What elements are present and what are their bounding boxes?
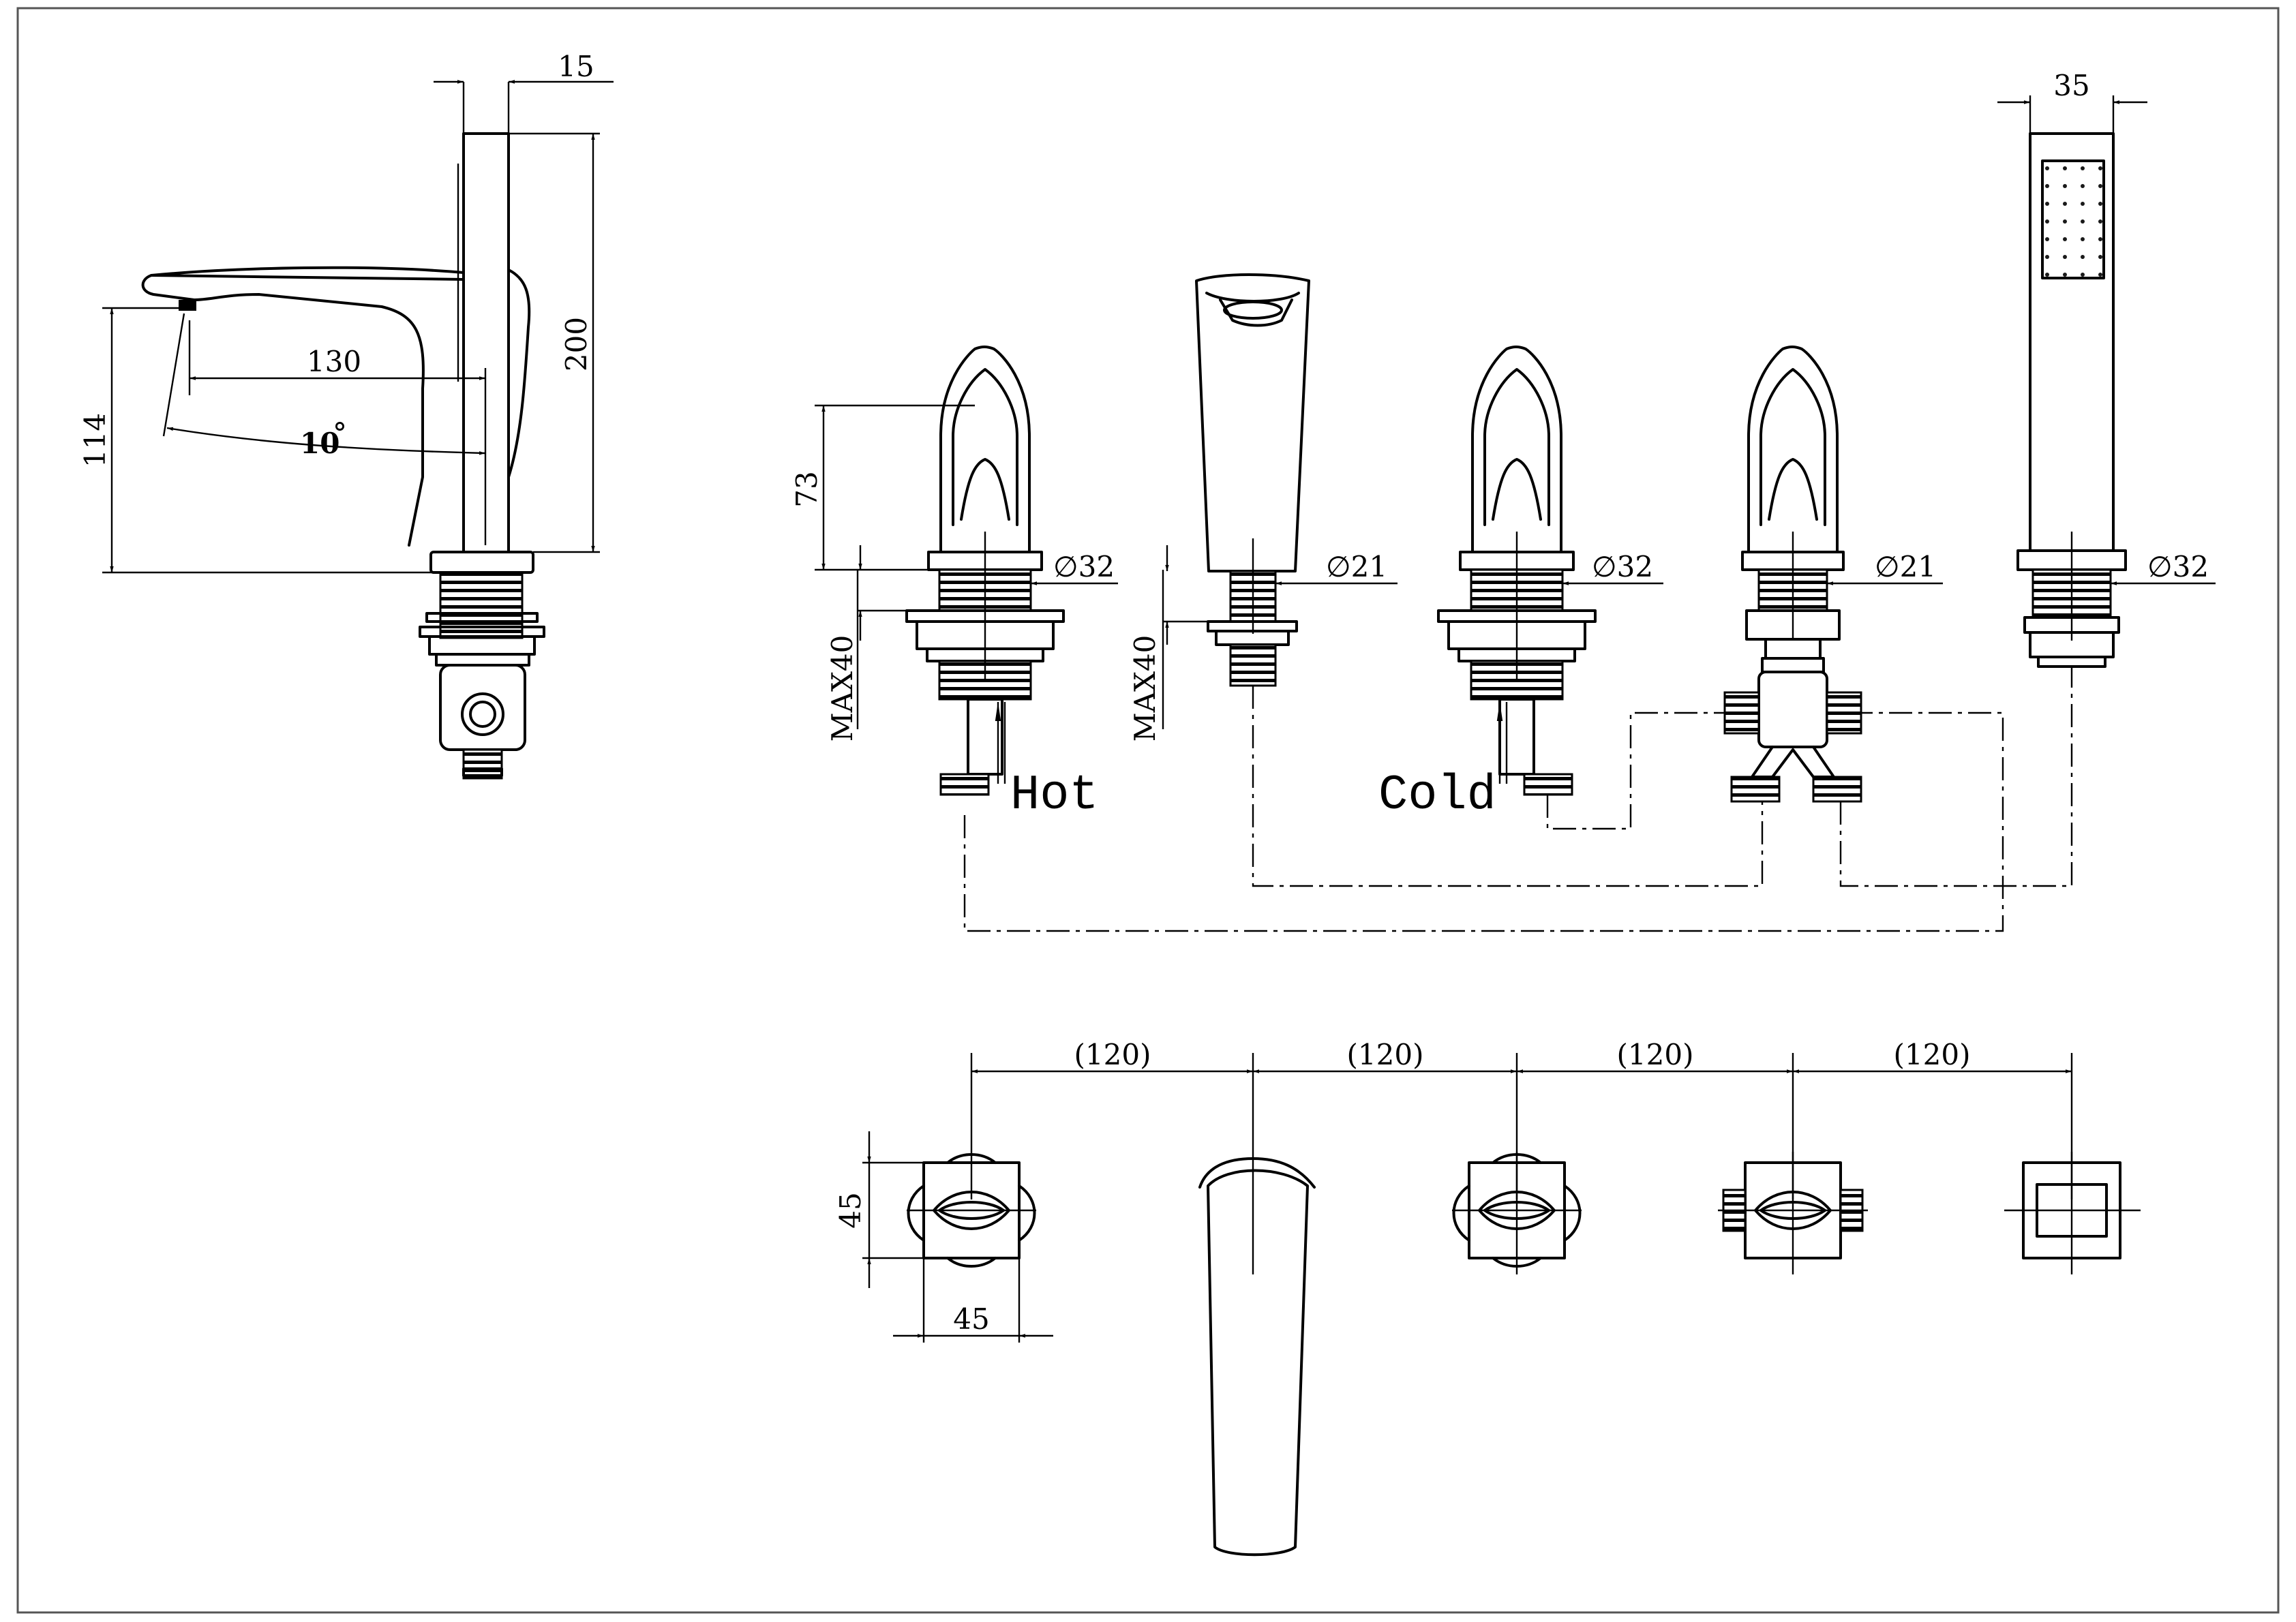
degree-symbol: ° <box>333 416 347 450</box>
dia-callout-4: ∅21 <box>1875 550 1936 583</box>
side-view: 15 200 130 10 ° 114 <box>78 50 614 780</box>
dim-base-depth-45: 45 <box>834 1192 867 1228</box>
dia-callout-1: ∅32 <box>1053 550 1115 583</box>
front-view: 73 MAX40 MAX40 ∅32 ∅21 ∅32 ∅21 ∅32 35 <box>790 69 2216 932</box>
dia-callout-3: ∅32 <box>1592 550 1653 583</box>
dim-max-deck-2: MAX40 <box>1128 635 1162 742</box>
dia-callout-5: ∅32 <box>2147 550 2209 583</box>
dia-callout-2: ∅21 <box>1326 550 1387 583</box>
dim-spacing-4: (120) <box>1894 1038 1971 1071</box>
dim-spacing-2: (120) <box>1347 1038 1424 1071</box>
dim-handle-height-73: 73 <box>790 471 824 507</box>
dim-shower-width-35: 35 <box>2053 69 2089 102</box>
dim-angle-10: 10 <box>300 427 339 460</box>
drawing-frame <box>16 7 2280 1614</box>
dim-spacing-3: (120) <box>1617 1038 1694 1071</box>
hot-label: Hot <box>1010 767 1099 823</box>
dim-max-deck-1: MAX40 <box>826 635 859 742</box>
dim-height-200: 200 <box>560 317 593 371</box>
cold-label: Cold <box>1378 767 1496 823</box>
dim-reach-130: 130 <box>307 345 361 378</box>
top-view: (120) (120) (120) (120) <box>834 1038 2141 1557</box>
dim-spout-height-114: 114 <box>78 413 112 468</box>
top-spout <box>1198 1157 1316 1557</box>
dim-width-15: 15 <box>558 50 594 83</box>
dim-spacing-1: (120) <box>1074 1038 1151 1071</box>
dim-base-width-45: 45 <box>953 1302 989 1336</box>
